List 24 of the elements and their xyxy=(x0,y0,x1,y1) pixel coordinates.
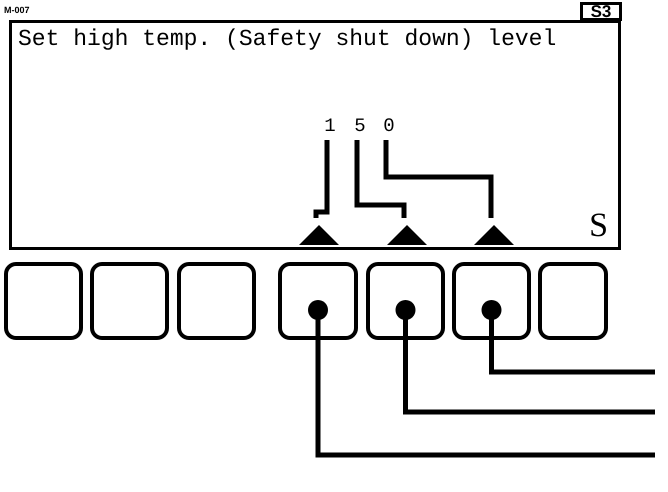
key-button xyxy=(4,262,83,340)
digit-text: 1 xyxy=(321,117,339,143)
display-screen xyxy=(9,20,621,250)
pointer-triangle xyxy=(299,225,339,245)
figure-code: M-007 xyxy=(4,6,30,15)
digit-text: 5 xyxy=(351,117,369,143)
key-button xyxy=(90,262,169,340)
connector-line xyxy=(482,300,655,374)
connector-line xyxy=(396,300,655,414)
connector-line xyxy=(314,140,330,218)
page-code-box: S3 xyxy=(580,2,622,21)
key-button xyxy=(366,262,445,340)
key-button xyxy=(538,262,608,340)
key-button xyxy=(452,262,531,340)
key-button xyxy=(278,262,358,340)
display-message: Set high temp. (Safety shut down) level xyxy=(18,25,556,54)
connector-line xyxy=(384,140,494,218)
connector-line xyxy=(354,140,406,218)
digit-text: 0 xyxy=(380,117,398,143)
pointer-triangle xyxy=(474,225,514,245)
key-button xyxy=(177,262,256,340)
connector-line xyxy=(308,300,655,458)
pointer-triangle xyxy=(387,225,427,245)
display-letter: S xyxy=(589,209,608,243)
